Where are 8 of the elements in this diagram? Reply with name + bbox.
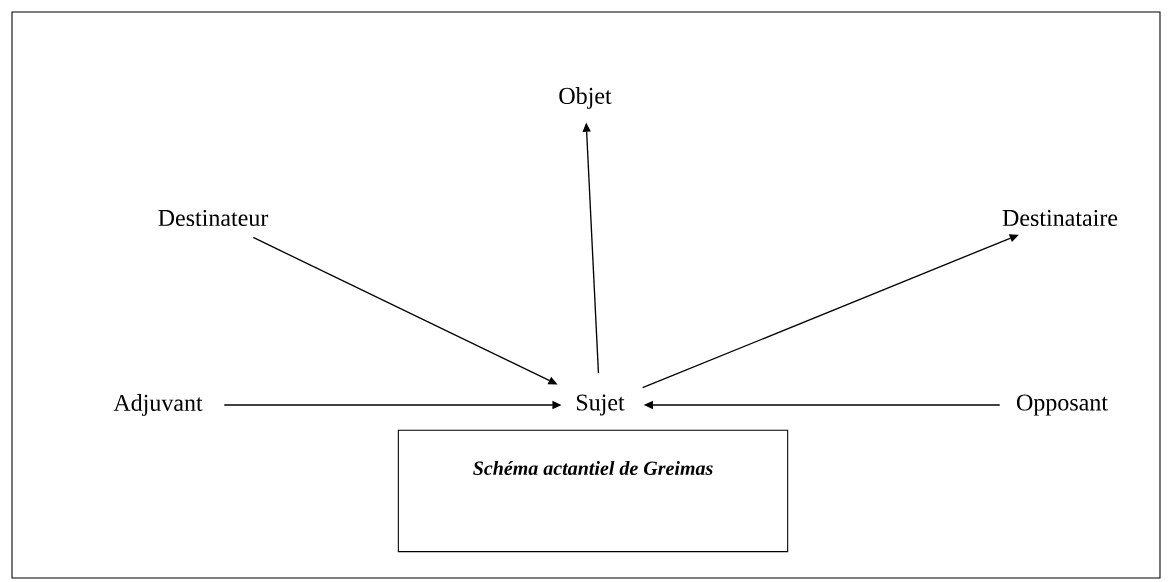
caption-box: Schéma actantiel de Greimas <box>397 429 789 553</box>
actant-label: Opposant <box>1017 394 1108 416</box>
actant-label: Adjuvant <box>113 394 203 416</box>
actant-label: Destinateur <box>158 209 269 227</box>
actant-label: Destinataire <box>1002 209 1118 227</box>
actant-label: Objet <box>559 87 612 109</box>
actant-label: Sujet <box>576 394 625 416</box>
arrow <box>641 234 1019 389</box>
